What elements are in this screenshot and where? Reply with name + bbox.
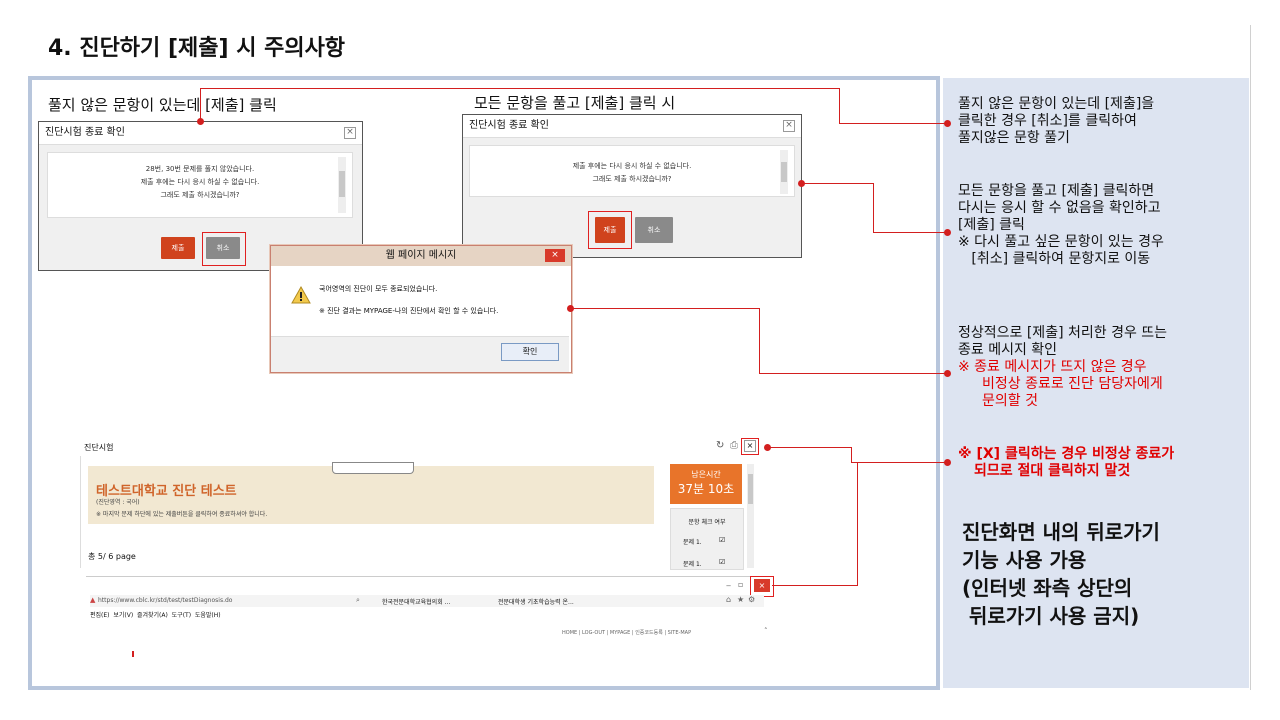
connector-dot xyxy=(944,120,951,127)
site-icon: ▲ xyxy=(90,596,96,604)
diagnosis-screen: 진단시험 ↻ ⎙ × 테스트대학교 진단 테스트 (진단영역 : 국어) ※ 마… xyxy=(80,438,759,570)
right-caption: 모든 문항을 풀고 [제출] 클릭 시 xyxy=(474,94,676,112)
left-caption: 풀지 않은 문항이 있는데 [제출] 클릭 xyxy=(48,96,277,114)
message-line: 28번, 30번 문제를 풀지 않았습니다. xyxy=(145,165,255,173)
connector-line xyxy=(759,308,760,374)
browser-tab-2[interactable]: 전문대학생 기초학습능력 온... xyxy=(498,599,574,606)
close-icon[interactable]: × xyxy=(344,127,356,139)
message-line: ※ 진단 결과는 MYPAGE-나의 진단에서 확인 할 수 있습니다. xyxy=(319,307,499,315)
dialog-title: 진단시험 종료 확인 xyxy=(39,122,362,145)
connector-line xyxy=(873,183,874,232)
message-line: 제출 후에는 다시 응시 하실 수 없습니다. xyxy=(140,178,260,186)
test-note: ※ 마지막 문제 하단에 있는 제출버튼을 클릭하여 종료하셔야 합니다. xyxy=(96,511,268,518)
timer-label: 남은시간 xyxy=(691,470,721,479)
check-header: 문항 체크 여부 xyxy=(688,519,726,526)
connector-line xyxy=(839,123,947,124)
connector-dot xyxy=(944,229,951,236)
connector-line xyxy=(200,88,840,89)
site-nav[interactable]: HOME | LOG-OUT | MYPAGE | 인증코드등록 | SITE-… xyxy=(562,630,692,636)
connector-dot xyxy=(197,118,204,125)
submit-button[interactable]: 제출 xyxy=(595,217,625,243)
message-line: 국어영역의 진단이 모두 종료되었습니다. xyxy=(319,285,438,293)
connector-dot xyxy=(944,459,951,466)
cancel-button[interactable]: 취소 xyxy=(635,217,673,243)
address-row xyxy=(90,595,764,607)
menu-bar[interactable]: 편집(E) 보기(V) 즐겨찾기(A) 도구(T) 도움말(H) xyxy=(90,612,221,619)
question-item[interactable]: 문제 1. xyxy=(683,561,702,568)
message-line: 그래도 제출 하시겠습니까? xyxy=(160,191,240,199)
connector-line xyxy=(200,88,201,122)
star-icon[interactable]: ★ xyxy=(737,595,745,604)
note-close-warning: ※ [X] 클릭하는 경우 비정상 종료가 되므로 절대 클릭하지 말것 xyxy=(958,446,1175,479)
timer-value: 37분 10초 xyxy=(677,482,735,496)
logo-mark xyxy=(132,651,134,657)
connector-line xyxy=(851,447,852,462)
connector-line xyxy=(801,183,873,184)
test-area: (진단영역 : 국어) xyxy=(96,499,140,506)
submit-button[interactable]: 제출 xyxy=(161,237,195,259)
maximize-icon[interactable]: ▫ xyxy=(738,580,744,589)
scroll-up-icon[interactable]: ˄ xyxy=(764,627,768,635)
print-icon[interactable]: ⎙ xyxy=(730,440,738,451)
test-banner: 테스트대학교 진단 테스트 (진단영역 : 국어) ※ 마지막 문제 하단에 있… xyxy=(88,466,654,524)
close-icon[interactable]: × xyxy=(744,440,756,452)
home-icon[interactable]: ⌂ xyxy=(726,595,732,604)
scrollbar[interactable] xyxy=(747,464,754,568)
checkbox-icon[interactable]: ☑ xyxy=(719,558,726,566)
scrollbar[interactable] xyxy=(780,150,788,194)
url-field[interactable]: https://www.cblc.kr/std/test/testDiagnos… xyxy=(98,597,233,604)
content-area xyxy=(80,456,659,568)
dialog-message: 28번, 30번 문제를 풀지 않았습니다. 제출 후에는 다시 응시 하실 수… xyxy=(47,152,353,218)
connector-line xyxy=(570,308,760,309)
close-icon[interactable]: × xyxy=(783,120,795,132)
connector-dot xyxy=(944,370,951,377)
collapse-tab[interactable] xyxy=(332,462,414,474)
connector-line xyxy=(851,462,947,463)
question-item[interactable]: 문제 1. xyxy=(683,539,702,546)
timer-box: 남은시간 37분 10초 xyxy=(670,464,742,504)
browser-tab-1[interactable]: 한국전문대학교육협의회 ... xyxy=(382,599,451,606)
minimize-icon[interactable]: ‒ xyxy=(726,581,732,590)
connector-line xyxy=(839,88,840,123)
test-title: 테스트대학교 진단 테스트 xyxy=(96,484,237,499)
refresh-icon[interactable]: ↻ xyxy=(716,440,725,451)
question-check-panel: 문항 체크 여부 문제 1. ☑ 문제 1. ☑ xyxy=(670,508,744,570)
right-divider xyxy=(1250,25,1251,690)
close-icon[interactable]: × xyxy=(545,249,565,262)
close-highlight xyxy=(741,438,759,455)
page-indicator: 총 5/ 6 page xyxy=(88,552,136,561)
web-page-message: 웹 페이지 메시지 × 국어영역의 진단이 모두 종료되었습니다. ※ 진단 결… xyxy=(270,245,572,373)
submit-highlight xyxy=(588,211,632,249)
message-line: 제출 후에는 다시 응시 하실 수 없습니다. xyxy=(572,162,692,170)
checkbox-icon[interactable]: ☑ xyxy=(719,536,726,544)
connector-line xyxy=(857,462,858,586)
connector-line xyxy=(772,585,858,586)
gear-icon[interactable]: ⚙ xyxy=(748,595,756,604)
cancel-button[interactable]: 취소 xyxy=(206,237,240,259)
warning-icon xyxy=(291,286,311,304)
page-title: 4. 진단하기 [제출] 시 주의사항 xyxy=(48,36,346,61)
submit-confirm-dialog: 진단시험 종료 확인 × 제출 후에는 다시 응시 하실 수 없습니다. 그래도… xyxy=(462,114,802,258)
cancel-highlight xyxy=(202,232,246,266)
notes-panel xyxy=(943,78,1249,688)
scrollbar[interactable] xyxy=(338,157,346,213)
close-highlight xyxy=(750,576,774,597)
close-icon[interactable]: × xyxy=(754,579,770,592)
message-title: 웹 페이지 메시지 xyxy=(271,246,571,266)
screen-header: 진단시험 xyxy=(84,443,114,452)
dialog-title: 진단시험 종료 확인 xyxy=(463,115,801,138)
ok-button[interactable]: 확인 xyxy=(501,343,559,361)
connector-line xyxy=(873,232,947,233)
browser-window: ‒ ▫ × ▲ https://www.cblc.kr/std/test/tes… xyxy=(86,576,774,659)
message-line: 그래도 제출 하시겠습니까? xyxy=(592,175,672,183)
search-icon[interactable]: ⌕ xyxy=(356,596,360,604)
dialog-message: 제출 후에는 다시 응시 하실 수 없습니다. 그래도 제출 하시겠습니까? xyxy=(469,145,795,197)
connector-line xyxy=(767,447,851,448)
connector-line xyxy=(759,373,947,374)
